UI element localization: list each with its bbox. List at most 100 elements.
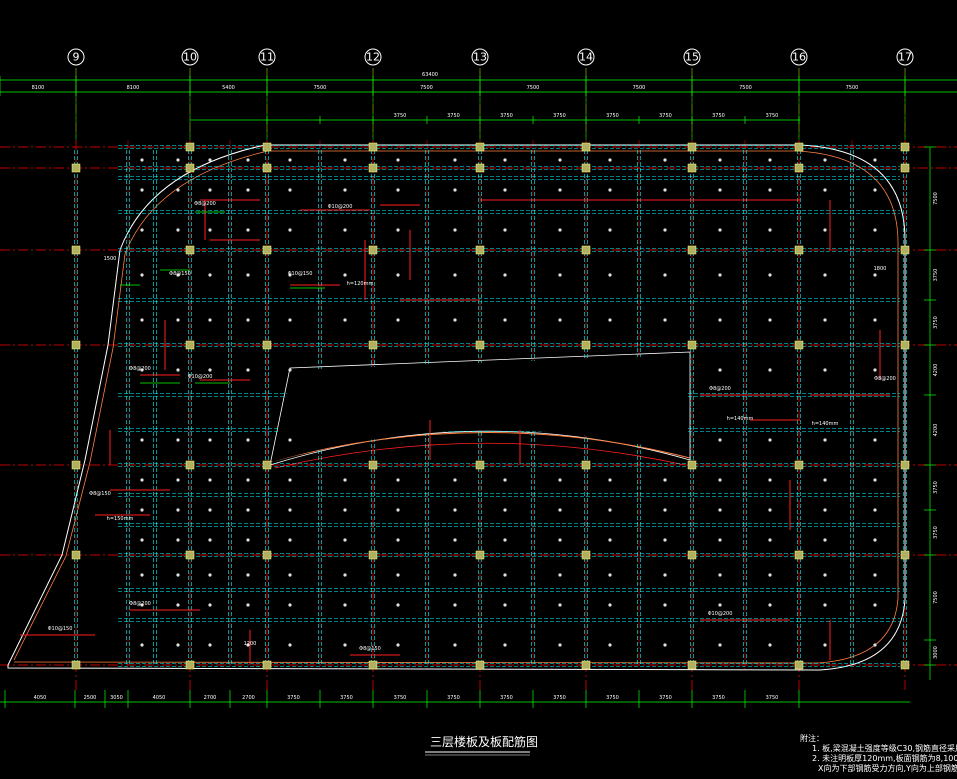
slab-marker bbox=[453, 538, 457, 542]
top-dimension-label: 7500 bbox=[633, 85, 646, 91]
slab-marker bbox=[503, 318, 507, 322]
column bbox=[185, 550, 195, 560]
column bbox=[71, 163, 81, 173]
slab-marker bbox=[558, 643, 562, 647]
bottom-dimension-label: 3750 bbox=[659, 695, 672, 701]
slab-marker bbox=[768, 273, 772, 277]
bottom-dimension-label: 4050 bbox=[34, 695, 47, 701]
slab-marker bbox=[558, 478, 562, 482]
slab-marker bbox=[718, 188, 722, 192]
slab-marker bbox=[176, 158, 180, 162]
column bbox=[581, 340, 591, 350]
slab-marker bbox=[140, 643, 144, 647]
column bbox=[581, 550, 591, 560]
slab-marker bbox=[768, 158, 772, 162]
slab-marker bbox=[558, 573, 562, 577]
slab-marker bbox=[873, 273, 877, 277]
slab-marker bbox=[288, 368, 292, 372]
slab-marker bbox=[608, 158, 612, 162]
slab-marker bbox=[176, 478, 180, 482]
right-dimension-label: 7500 bbox=[933, 591, 939, 604]
slab-marker bbox=[176, 573, 180, 577]
rebar-label: h=150mm bbox=[107, 516, 134, 522]
slab-marker bbox=[246, 368, 250, 372]
column bbox=[71, 245, 81, 255]
slab-marker bbox=[558, 188, 562, 192]
column bbox=[581, 460, 591, 470]
axis-bubble-label: 14 bbox=[579, 51, 593, 64]
slab-marker bbox=[396, 158, 400, 162]
slab-marker bbox=[718, 318, 722, 322]
slab-marker bbox=[503, 228, 507, 232]
column bbox=[475, 163, 485, 173]
slab-marker bbox=[823, 228, 827, 232]
slab-marker bbox=[608, 508, 612, 512]
slab-marker bbox=[176, 508, 180, 512]
slab-marker bbox=[558, 158, 562, 162]
axis-bubble-label: 13 bbox=[473, 51, 487, 64]
slab-marker bbox=[608, 478, 612, 482]
slab-marker bbox=[246, 438, 250, 442]
rebar-label: Φ10@150 bbox=[48, 626, 73, 632]
rebar-label: 1200 bbox=[244, 641, 257, 647]
column bbox=[262, 245, 272, 255]
slab-marker bbox=[140, 368, 144, 372]
slab-marker bbox=[873, 538, 877, 542]
slab-marker bbox=[208, 318, 212, 322]
column-markers bbox=[71, 142, 910, 670]
column bbox=[185, 142, 195, 152]
rebar-label: Φ8@200 bbox=[874, 376, 896, 382]
slab-marker bbox=[396, 188, 400, 192]
column bbox=[368, 660, 378, 670]
slab-marker bbox=[453, 478, 457, 482]
top-dimension-label: 7500 bbox=[314, 85, 327, 91]
slab-marker bbox=[208, 368, 212, 372]
bottom-dimension-label: 3750 bbox=[606, 695, 619, 701]
slab-marker bbox=[140, 538, 144, 542]
slab-marker bbox=[608, 643, 612, 647]
column bbox=[687, 550, 697, 560]
slab-marker bbox=[873, 368, 877, 372]
slab-marker bbox=[208, 158, 212, 162]
bottom-dimension-label: 3750 bbox=[500, 695, 513, 701]
slab-marker bbox=[343, 603, 347, 607]
column bbox=[794, 245, 804, 255]
slab-marker bbox=[768, 318, 772, 322]
bottom-dimension-label: 3750 bbox=[447, 695, 460, 701]
slab-marker bbox=[503, 603, 507, 607]
bottom-dimension-label: 3050 bbox=[110, 695, 123, 701]
slab-marker bbox=[453, 573, 457, 577]
slab-marker bbox=[208, 188, 212, 192]
slab-marker bbox=[343, 228, 347, 232]
slab-marker bbox=[718, 478, 722, 482]
slab-marker bbox=[663, 573, 667, 577]
axis-bubble-label: 17 bbox=[898, 51, 912, 64]
right-dimension-label: 7500 bbox=[933, 192, 939, 205]
slab-marker bbox=[503, 478, 507, 482]
column bbox=[368, 163, 378, 173]
slab-marker bbox=[343, 478, 347, 482]
top-sub-dimension-label: 3750 bbox=[659, 113, 672, 119]
rebar-label: Φ10@200 bbox=[188, 374, 213, 380]
slab-marker bbox=[176, 318, 180, 322]
column bbox=[794, 460, 804, 470]
slab-marker bbox=[663, 643, 667, 647]
slab-marker bbox=[503, 508, 507, 512]
rebar-label: h=140mm bbox=[727, 416, 754, 422]
slab-marker bbox=[396, 228, 400, 232]
bottom-dimension-label: 3750 bbox=[553, 695, 566, 701]
top-dimension-label: 7500 bbox=[739, 85, 752, 91]
column bbox=[794, 550, 804, 560]
slab-marker bbox=[140, 438, 144, 442]
right-dimension-label: 4200 bbox=[933, 424, 939, 437]
top-sub-dimension-label: 3750 bbox=[712, 113, 725, 119]
column bbox=[368, 142, 378, 152]
column bbox=[185, 245, 195, 255]
rebar-label: Φ8@150 bbox=[169, 271, 191, 277]
slab-marker bbox=[288, 228, 292, 232]
slab-marker bbox=[208, 508, 212, 512]
slab-marker bbox=[503, 573, 507, 577]
slab-marker bbox=[608, 318, 612, 322]
rebar-label: h=140mm bbox=[812, 421, 839, 427]
